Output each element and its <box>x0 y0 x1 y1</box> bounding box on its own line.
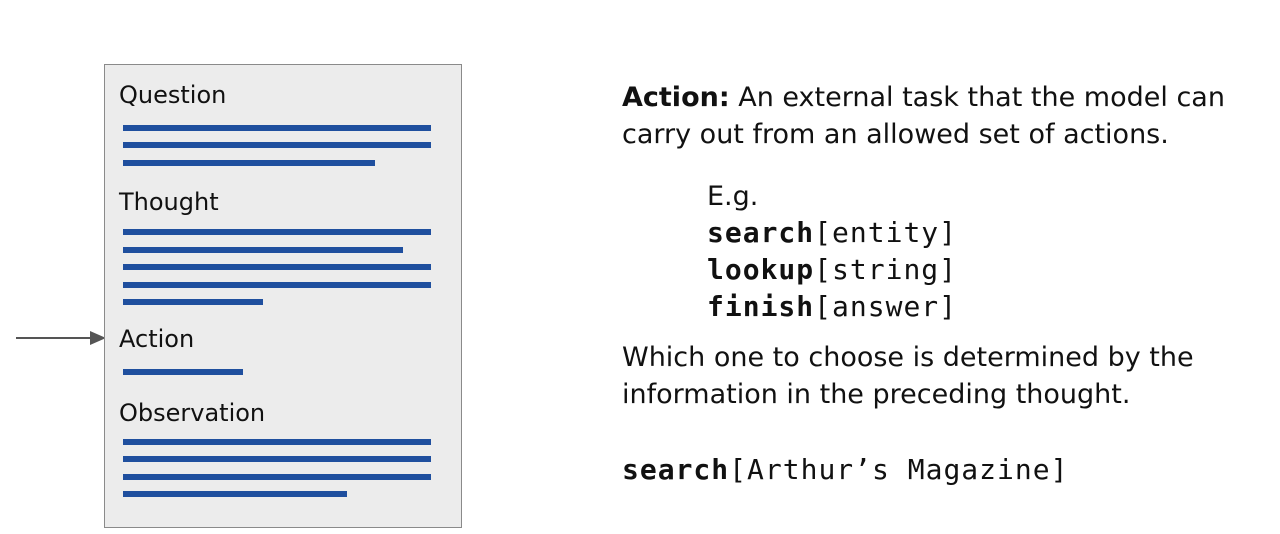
text-line <box>123 229 431 235</box>
examples-intro: E.g. <box>707 181 759 212</box>
explanation-line-2: information in the preceding thought. <box>622 379 1131 410</box>
text-line <box>123 491 347 497</box>
action-arg: [entity] <box>814 216 958 249</box>
text-line <box>123 282 431 288</box>
example-call: search[Arthur’s Magazine] <box>622 451 1068 488</box>
action-name: finish <box>707 290 815 323</box>
example-action-search: search[entity] <box>707 214 957 251</box>
action-name: search <box>707 216 815 249</box>
pointer-arrow-icon <box>16 331 106 345</box>
definition-line-2: carry out from an allowed set of actions… <box>622 119 1169 150</box>
text-line <box>123 474 431 480</box>
text-line <box>123 160 375 166</box>
definition-line-1: Action: An external task that the model … <box>622 79 1225 116</box>
section-label-question: Question <box>119 81 227 109</box>
explanation-line-1: Which one to choose is determined by the <box>622 342 1194 373</box>
section-label-observation: Observation <box>119 399 266 427</box>
text-line <box>123 247 403 253</box>
action-name: lookup <box>707 253 815 286</box>
text-line <box>123 439 431 445</box>
call-action-name: search <box>622 453 730 486</box>
definition-term: Action: <box>622 82 730 113</box>
text-line <box>123 299 263 305</box>
text-line <box>123 369 243 375</box>
action-arg: [answer] <box>814 290 958 323</box>
reasoning-trace-panel: Question Thought Action Observation <box>104 64 462 528</box>
example-action-lookup: lookup[string] <box>707 251 957 288</box>
text-line <box>123 456 431 462</box>
text-line <box>123 142 431 148</box>
section-label-action: Action <box>119 325 195 353</box>
definition-text: An external task that the model can <box>729 82 1225 113</box>
example-action-finish: finish[answer] <box>707 288 957 325</box>
text-line <box>123 264 431 270</box>
action-arg: [string] <box>814 253 958 286</box>
call-action-arg: [Arthur’s Magazine] <box>729 453 1069 486</box>
section-label-thought: Thought <box>119 188 219 216</box>
text-line <box>123 125 431 131</box>
